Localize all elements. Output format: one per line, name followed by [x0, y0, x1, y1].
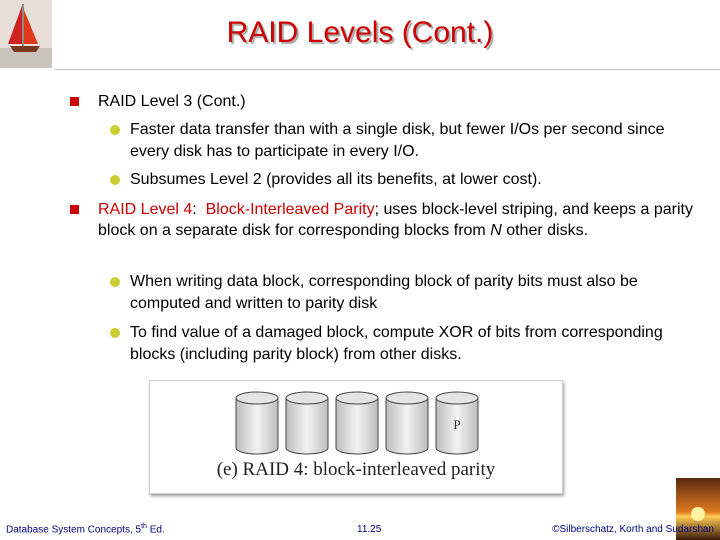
page-title: RAID Levels (Cont.)	[226, 16, 494, 49]
footer-book-title: Database System Concepts, 5th Ed.	[6, 522, 165, 535]
sub-bullet-writing: When writing data block, corresponding b…	[108, 271, 678, 315]
round-bullet-icon	[110, 277, 120, 287]
parity-disk: P	[435, 391, 479, 455]
sunset-icon	[676, 478, 720, 540]
data-disk	[335, 391, 379, 455]
disk-array: P	[235, 391, 479, 455]
sailboat-logo-icon	[0, 0, 52, 68]
bullet-text: To find value of a damaged block, comput…	[130, 324, 663, 363]
round-bullet-icon	[110, 175, 120, 185]
bullet-text: Faster data transfer than with a single …	[130, 121, 665, 160]
bullet-text: RAID Level 3 (Cont.)	[98, 93, 246, 110]
data-disk	[235, 391, 279, 455]
bullet-level4: RAID Level 4: Block-Interleaved Parity; …	[60, 199, 700, 265]
round-bullet-icon	[110, 125, 120, 135]
bullet-level3: RAID Level 3 (Cont.)	[60, 91, 700, 113]
square-bullet-icon	[70, 205, 79, 214]
parity-label: P	[453, 417, 460, 432]
data-disk	[385, 391, 429, 455]
footer-copyright: ©Silberschatz, Korth and Sudarshan	[552, 524, 714, 535]
figure-caption: (e) RAID 4: block-interleaved parity	[216, 459, 496, 480]
sub-bullet-xor: To find value of a damaged block, comput…	[108, 322, 678, 366]
footer-page-number: 11.25	[357, 524, 382, 535]
bullet-text: Subsumes Level 2 (provides all its benef…	[130, 171, 542, 188]
bullet-text: RAID Level 4: Block-Interleaved Parity; …	[98, 201, 693, 239]
level4-term: Block-Interleaved Parity	[205, 201, 375, 218]
level4-heading: RAID Level 4	[98, 201, 193, 218]
sub-bullet-subsumes: Subsumes Level 2 (provides all its benef…	[108, 169, 678, 191]
raid4-figure: P (e) RAID 4: block-interleaved parity	[149, 380, 563, 494]
round-bullet-icon	[110, 328, 120, 338]
sub-bullet-transfer: Faster data transfer than with a single …	[108, 119, 678, 163]
bullet-text: When writing data block, corresponding b…	[130, 273, 638, 312]
data-disk	[285, 391, 329, 455]
title-divider	[55, 69, 720, 70]
square-bullet-icon	[70, 97, 79, 106]
